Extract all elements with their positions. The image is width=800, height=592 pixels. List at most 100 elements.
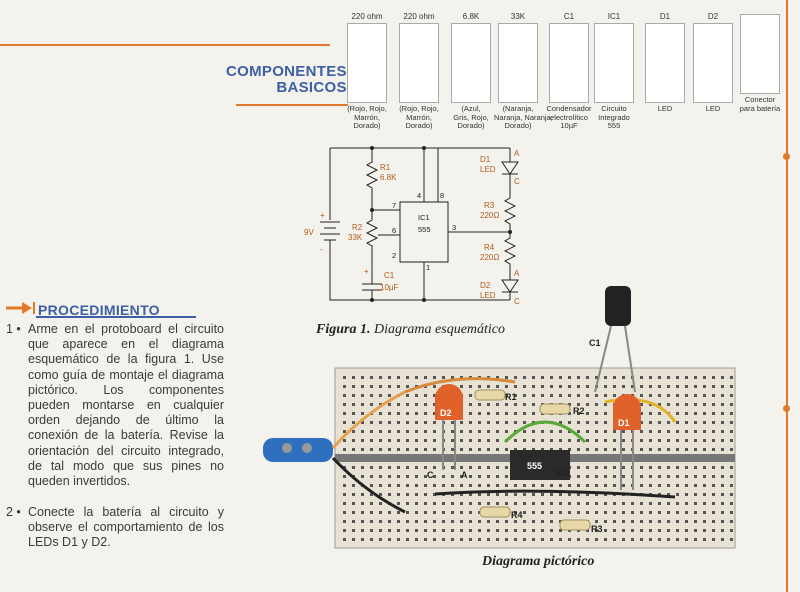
battery-minus: - [320,245,323,254]
component-image [549,23,589,103]
step2-text: Conecte la batería al circuito y observe… [28,505,224,550]
d2-sub: LED [480,291,496,300]
component-caption-line: (Naranja, [502,104,534,113]
figure1-caption-bold: Figura 1. [316,322,371,337]
pict-ic: IC1 [555,468,569,478]
component-caption-line: Dorado) [504,121,532,131]
d1-label: D1 [480,155,491,164]
component-image [347,23,387,103]
component-name: 6.8K [462,12,480,21]
r4-value: 220Ω [480,253,499,262]
r1-value: 6.8K [380,173,397,182]
component-image [645,23,685,103]
component-caption-line: para batería [739,103,781,113]
d2-label: D2 [480,281,491,290]
r2-label: R2 [352,223,363,232]
component-name: C1 [563,12,575,21]
component-name: D2 [707,12,719,21]
component-caption-line: (Rojo, Rojo, [399,104,439,113]
component-name: 33K [510,12,526,21]
component-caption-line: LED [657,104,673,113]
component-image [740,14,780,94]
pict-c: C [427,470,434,480]
margin-dot [783,405,790,412]
battery-plus: + [320,211,325,220]
pict-a: A [461,470,468,480]
d2-cathode: C [514,297,520,306]
c1-value: 10µF [380,283,399,292]
component-image [693,23,733,103]
component-caption-line: Dorado) [405,121,433,131]
component-image [594,23,634,103]
pict-d1: D1 [618,418,630,428]
schematic-diagram: R1 6.8K R2 33K C1 10µF 9V D1 LED R3 220Ω… [304,146,520,306]
component-caption-line: Marrón, [406,112,432,122]
r3-value: 220Ω [480,211,499,220]
components-title-line2: BASICOS [276,79,347,96]
ic-value: 555 [418,225,431,234]
r3-label: R3 [484,201,495,210]
ic-label: IC1 [418,213,430,222]
pin-1: 1 [426,263,430,272]
c1-plus: + [364,267,369,276]
pict-r3: R3 [591,524,603,534]
component-caption: (Naranja,Naranja, Naranja,Dorado) [494,104,553,131]
component-caption-line: Marrón, [354,112,380,122]
pin-4: 4 [417,191,421,200]
pict-c1: C1 [589,338,601,348]
component-caption: LED [641,104,689,114]
component-caption-line: Dorado) [457,121,485,131]
r4-label: R4 [484,243,495,252]
component-caption-line: Gris, Rojo, [453,112,489,122]
pict-d2: D2 [440,408,452,418]
component-caption-line: (Rojo, Rojo, [347,104,387,113]
pict-chip: 555 [527,461,542,471]
component-image [399,23,439,103]
component-caption: (Rojo, Rojo,Marrón,Dorado) [343,104,391,131]
component-card: 220 ohm(Rojo, Rojo,Marrón,Dorado) [343,12,391,131]
component-caption-line: Naranja, Naranja, [494,112,553,122]
component-caption-line: Integrado [598,112,630,122]
component-caption-line: Dorado) [353,121,381,131]
component-name: 220 ohm [403,12,435,21]
components-title: COMPONENTES BASICOS [226,64,347,96]
pict-r4: R4 [511,510,523,520]
pin-6: 6 [392,226,396,235]
pin-8: 8 [440,191,444,200]
component-caption: (Rojo, Rojo,Marrón,Dorado) [395,104,443,131]
component-caption-line: 555 [607,121,621,131]
r2-value: 33K [348,233,363,242]
step2-number: 2 • [6,505,21,519]
component-caption-line: Conector [744,95,776,104]
component-card: 33K (Naranja,Naranja, Naranja,Dorado) [494,12,553,131]
component-caption-line: (Azul, [461,104,481,113]
components-title-line1: COMPONENTES [226,63,347,80]
component-name: IC1 [607,12,621,21]
header-rule [0,44,330,46]
pin-3: 3 [452,223,456,232]
d2-anode: A [514,269,520,278]
margin-dot [783,153,790,160]
step1-number: 1 • [6,322,21,336]
d1-sub: LED [480,165,496,174]
pict-r2: R2 [573,406,585,416]
figure1-caption-text: Diagrama esquemático [370,322,506,337]
component-caption-line: 10µF [560,121,578,131]
component-caption-line: electrolítico [550,112,588,122]
c1-label: C1 [384,271,395,280]
component-caption: (Azul,Gris, Rojo,Dorado) [447,104,495,131]
d1-cathode: C [514,177,520,186]
r1-label: R1 [380,163,391,172]
battery-label: 9V [304,228,314,237]
pictorial-diagram: C1 D2 D1 R1 R2 R4 R3 555 IC1 C A [263,286,736,549]
pictorial-caption: Diagrama pictórico [482,554,595,569]
pin-2: 2 [392,251,396,260]
component-image [498,23,538,103]
component-caption-line: Circuito [601,104,627,113]
pict-r1: R1 [505,392,517,402]
